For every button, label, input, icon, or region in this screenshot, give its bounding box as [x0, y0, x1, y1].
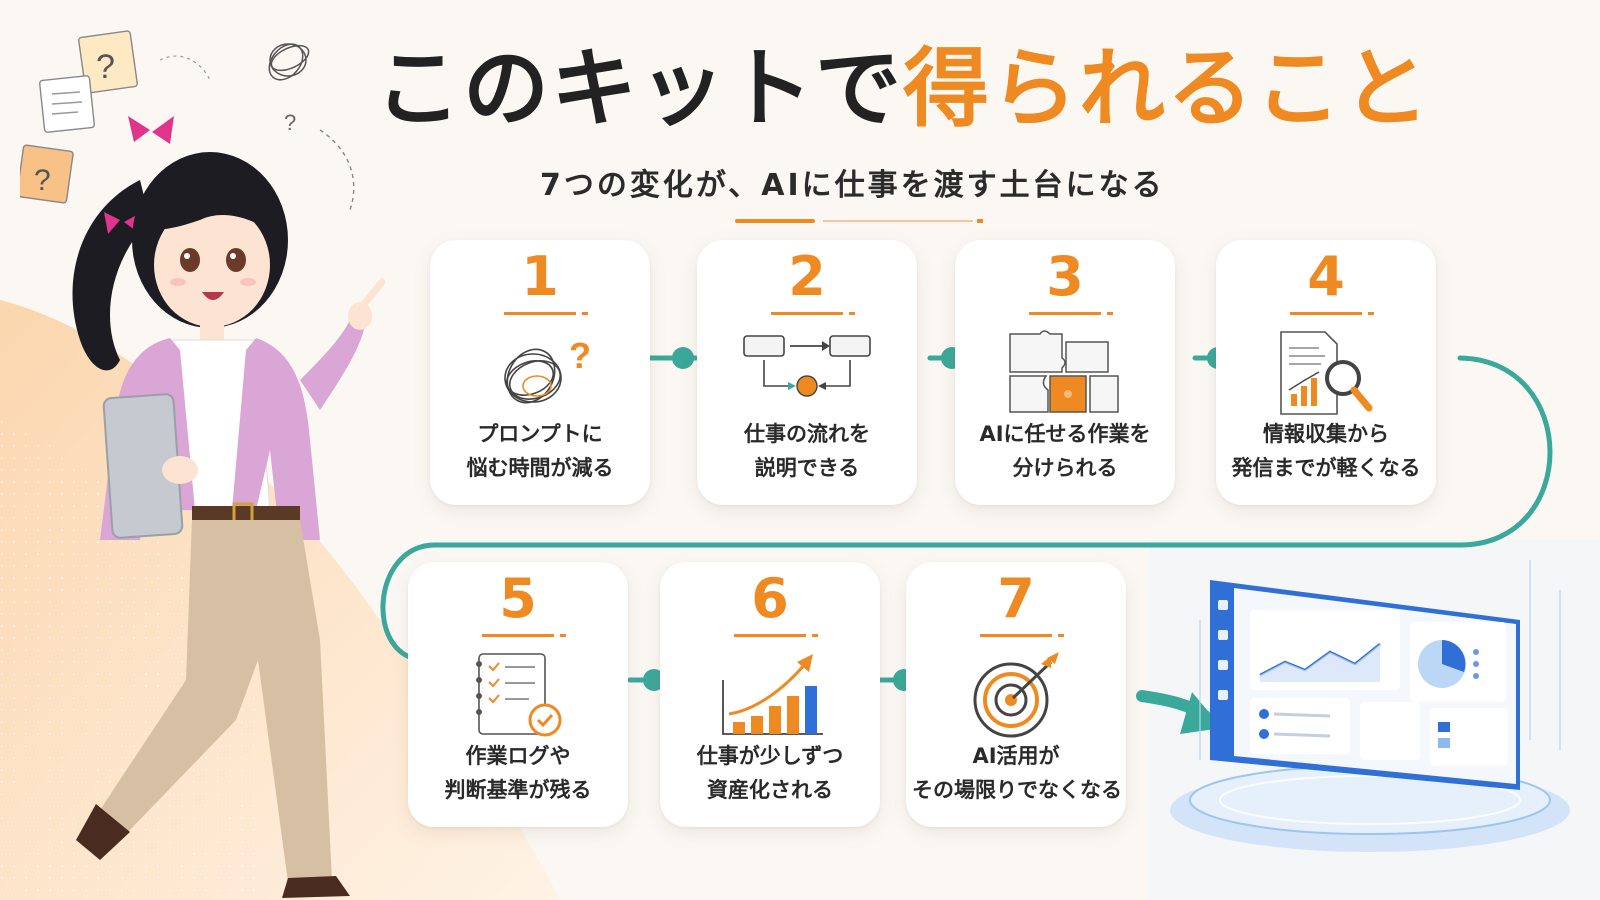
- step-number: 6: [751, 567, 789, 630]
- benefit-card-2: 2 仕事の流れを 説明できる: [697, 240, 917, 505]
- step-number: 4: [1307, 245, 1345, 308]
- workflow-arrows-icon: [743, 335, 871, 397]
- title-part1: このキットで: [375, 39, 903, 139]
- benefit-card-7: 7 AI活用が その場限りでなくなる: [906, 562, 1126, 827]
- benefit-card-1: 1 ? プロンプトに 悩む時間が減る: [430, 240, 650, 505]
- benefit-card-4: 4 情報収集から 発信までが軽くなる: [1216, 240, 1436, 505]
- benefit-label: 作業ログや 判断基準が残る: [444, 744, 592, 802]
- svg-text:?: ?: [96, 48, 115, 86]
- step-number: 1: [521, 245, 559, 308]
- subtitle-underline: [735, 219, 983, 223]
- benefit-card-3: 3 AIに任せる作業を 分けられる: [955, 240, 1175, 505]
- page-subtitle: 7つの変化が、AIに仕事を渡す土台になる: [540, 168, 1165, 203]
- benefit-card-6: 6 仕事が少しずつ 資産化される: [660, 562, 880, 827]
- benefit-label: プロンプトに 悩む時間が減る: [466, 422, 614, 480]
- benefit-label: AI活用が その場限りでなくなる: [912, 744, 1122, 802]
- document-magnifier-icon: [1280, 331, 1373, 415]
- step-number: 2: [788, 245, 826, 308]
- svg-text:?: ?: [34, 164, 51, 197]
- analytics-dashboard-platform-illustration: [1170, 560, 1570, 852]
- target-arrow-icon: [973, 652, 1059, 738]
- step-number: 3: [1046, 245, 1084, 308]
- step-number: 5: [499, 567, 537, 630]
- step-number: 7: [997, 567, 1035, 630]
- tangled-thoughts-question-icon: ?: [504, 335, 591, 404]
- growth-bar-chart-icon: [722, 654, 823, 735]
- benefit-label: 仕事の流れを 説明できる: [744, 422, 870, 480]
- svg-text:?: ?: [284, 110, 296, 135]
- benefit-label: 仕事が少しずつ 資産化される: [696, 744, 844, 802]
- benefit-card-5: 5 作業ログや 判断基準が残る: [408, 562, 628, 827]
- benefit-label: 情報収集から 発信までが軽くなる: [1231, 422, 1421, 480]
- puzzle-pieces-icon: [1009, 330, 1119, 413]
- sticky-notes-question-marks-illustration: ? ? ?: [20, 30, 355, 211]
- checklist-notebook-icon: [476, 653, 562, 737]
- title-part2-highlight: 得られること: [903, 39, 1431, 139]
- svg-text:?: ?: [569, 335, 591, 376]
- woman-with-tablet-pointing-illustration: ? ? ?: [20, 30, 386, 898]
- benefit-label: AIに任せる作業を 分けられる: [979, 422, 1151, 480]
- page-title: このキットで得られること: [375, 39, 1429, 139]
